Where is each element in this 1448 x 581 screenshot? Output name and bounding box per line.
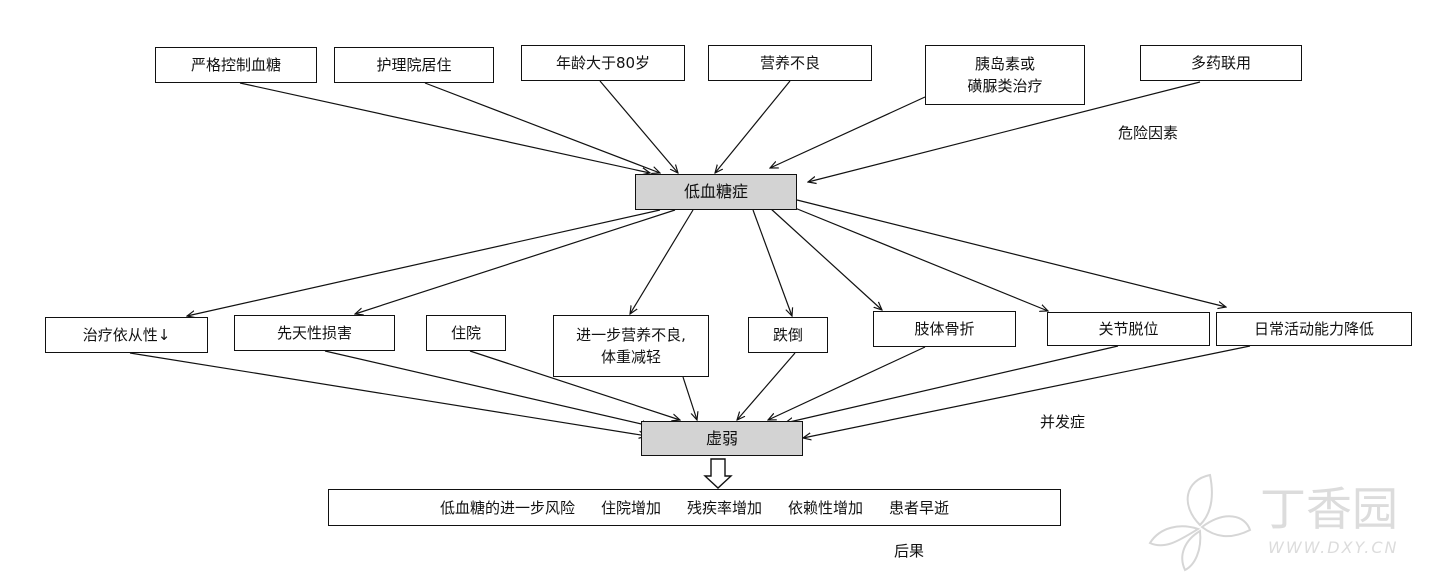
risk-factor-polypharmacy: 多药联用 [1140,45,1302,81]
outcome-item: 低血糖的进一步风险 [439,499,575,517]
arrow-dislocation-frailty [785,345,1119,423]
arrow-adherence-frailty [129,352,647,436]
frailty-box: 虚弱 [641,421,803,456]
flower-petal-icon [1200,515,1252,538]
outcome-item: 残疾率增加 [686,499,762,517]
risk-factors-label: 危险因素 [1118,124,1179,142]
arrow-to-daily-activity [796,199,1226,307]
arrow-weightloss-frailty [682,376,697,420]
arrow-to-fracture [769,207,882,310]
arrow-fracture-frailty [768,346,926,420]
outcomes-label: 后果 [894,542,925,560]
risk-factor-nursing-home: 护理院居住 [334,47,494,83]
outcomes-box: 低血糖的进一步风险 住院增加 残疾率增加 依赖性增加 患者早逝 [328,489,1061,526]
outcome-item: 患者早逝 [889,499,950,517]
arrow-to-weight-loss [630,209,694,314]
arrow-polypharmacy [808,81,1201,182]
arrow-fall-frailty [737,352,796,420]
arrow-hospitalized-frailty [469,350,680,420]
complication-hospitalized: 住院 [426,315,506,351]
outcome-item: 依赖性增加 [788,499,864,517]
arrow-to-congenital [355,209,676,314]
risk-factor-insulin-sulfonylurea: 胰岛素或 磺脲类治疗 [925,45,1085,105]
arrow-insulin [770,96,926,168]
flower-petal-icon [1181,529,1202,572]
flower-petal-icon [1186,473,1213,527]
complication-fracture: 肢体骨折 [873,311,1016,347]
down-hollow-arrow-icon [703,458,733,489]
complication-daily-activity: 日常活动能力降低 [1216,312,1412,346]
arrow-to-fall [752,209,792,316]
complication-weight-loss: 进一步营养不良, 体重减轻 [553,315,709,377]
complications-label: 并发症 [1040,413,1086,431]
arrow-malnutrition [715,80,791,173]
arrow-age-over-80 [599,80,678,173]
complication-fall: 跌倒 [748,317,828,353]
watermark-brand: 丁香园 [1260,482,1398,536]
arrow-to-dislocation [789,205,1048,311]
watermark-url: WWW.DXY.CN [1268,538,1398,557]
complication-dislocation: 关节脱位 [1047,312,1210,346]
hypoglycemia-box: 低血糖症 [635,174,797,210]
outcome-item: 住院增加 [600,499,661,517]
complication-adherence: 治疗依从性↓ [45,317,208,353]
arrow-to-adherence [187,209,661,316]
arrow-dailyactivity-frailty [803,345,1251,438]
risk-factor-strict-glucose: 严格控制血糖 [155,47,317,83]
complication-congenital: 先天性损害 [234,315,395,351]
risk-factor-malnutrition: 营养不良 [708,45,872,81]
arrow-strict-glucose [239,82,650,173]
dxy-watermark-logo: 丁香园 WWW.DXY.CN [1148,473,1398,572]
flower-petal-icon [1148,525,1201,547]
arrow-nursing-home [424,82,660,173]
risk-factor-age-over-80: 年龄大于80岁 [521,45,685,81]
arrow-congenital-frailty [324,350,650,426]
